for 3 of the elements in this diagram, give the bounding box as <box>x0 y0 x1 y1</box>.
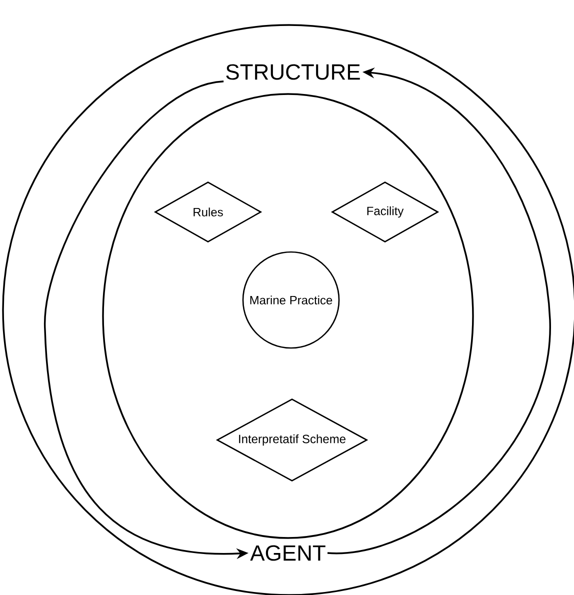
ring-circle <box>102 93 474 539</box>
label-text: STRUCTURE <box>226 64 360 80</box>
label-text: AGENT <box>250 545 326 561</box>
